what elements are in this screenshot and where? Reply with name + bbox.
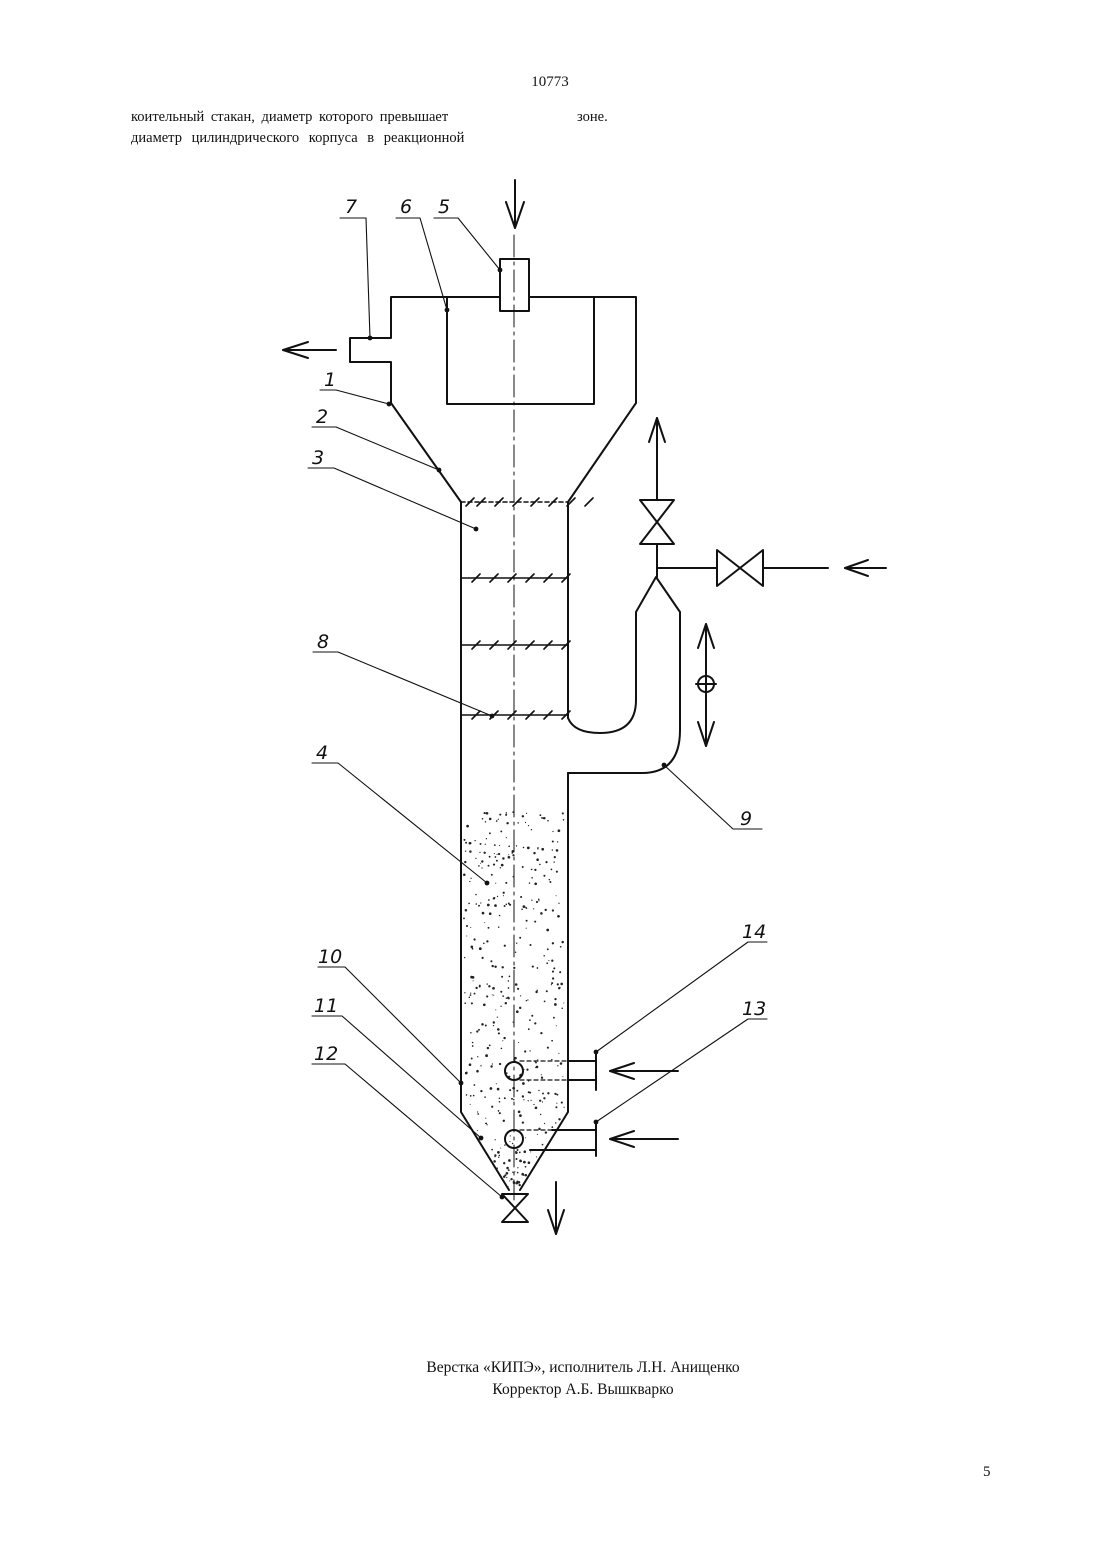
top-valve-icon	[640, 418, 674, 577]
position-labels: 7 6 5 1 2 3 8 4 9 14 10 13 11 12	[312, 196, 766, 1065]
side-inlet-13-shape	[505, 1122, 678, 1156]
adjustment-arrows-icon	[696, 624, 716, 746]
label-3: 3	[312, 447, 324, 469]
label-11: 11	[314, 995, 338, 1017]
bottom-valve-icon	[502, 1182, 564, 1234]
label-4: 4	[316, 742, 328, 764]
left-outlet-arrow-icon	[283, 342, 336, 358]
label-5: 5	[438, 196, 450, 218]
layout-credit: Верстка «КИПЭ», исполнитель Л.Н. Анищенк…	[0, 1357, 1100, 1379]
label-7: 7	[345, 196, 357, 218]
top-inlet-arrow-icon	[506, 180, 524, 228]
page-number: 5	[983, 1464, 991, 1481]
label-12: 12	[314, 1043, 338, 1065]
label-2: 2	[316, 406, 328, 428]
label-9: 9	[740, 808, 752, 830]
label-6: 6	[400, 196, 412, 218]
label-13: 13	[742, 998, 766, 1020]
recirculation-pipe-shape	[568, 577, 680, 773]
grid-plates	[461, 498, 593, 719]
label-10: 10	[318, 946, 342, 968]
leader-dots	[368, 268, 667, 1200]
side-valve-icon	[657, 550, 886, 586]
leader-lines	[308, 218, 767, 1197]
label-14: 14	[742, 921, 766, 943]
label-8: 8	[317, 631, 329, 653]
settling-cup-shape	[447, 297, 594, 404]
label-1: 1	[324, 369, 336, 391]
proofreader-credit: Корректор А.Б. Вышкварко	[0, 1379, 1100, 1401]
